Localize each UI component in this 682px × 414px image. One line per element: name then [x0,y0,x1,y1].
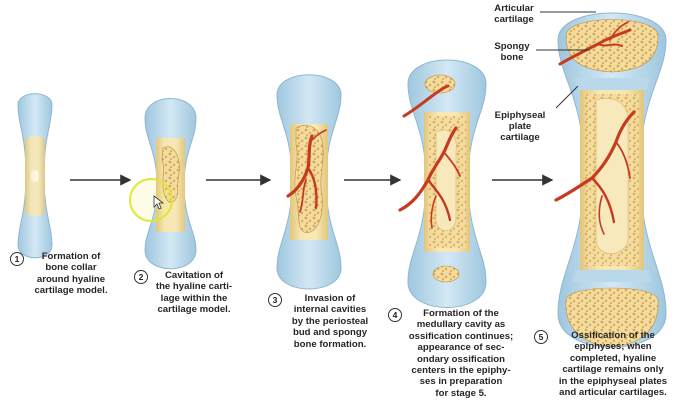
stage-2-caption: Cavitation of the hyaline carti- lage wi… [148,270,240,316]
stage-1-number: 1 [10,252,24,266]
stage-1-caption: Formation of bone collar around hyaline … [28,251,114,297]
caption-line: in the epiphyseal plates [549,376,677,387]
caption-line: by the periosteal [282,316,378,327]
caption-line: bone collar [28,262,114,273]
stage-5-number: 5 [534,330,548,344]
label-line: bone [488,52,536,63]
caption-line: appearance of sec- [403,342,519,353]
label-spongy-bone: Spongy bone [488,41,536,63]
caption-line: Invasion of [282,293,378,304]
stage-5-caption: Ossification of the epiphyses; when comp… [549,330,677,398]
label-articular-cartilage: Articular cartilage [488,3,540,25]
label-line: Articular [488,3,540,14]
caption-line: internal cavities [282,304,378,315]
label-line: cartilage [488,14,540,25]
caption-line: cartilage remains only [549,364,677,375]
stage-4-bone [400,60,486,308]
caption-line: ossification continues; [403,331,519,342]
label-line: Epiphyseal [488,110,552,121]
label-line: Spongy [488,41,536,52]
secondary-ossification-center-bottom [433,266,459,282]
stage-5-bone [556,13,666,347]
caption-line: ondary ossification [403,354,519,365]
caption-line: cartilage model. [28,285,114,296]
caption-line: around hyaline [28,274,114,285]
stage-3-caption: Invasion of internal cavities by the per… [282,293,378,350]
caption-line: bud and spongy [282,327,378,338]
cursor-highlight-ring [130,179,172,221]
stage-4-caption: Formation of the medullary cavity as oss… [403,308,519,399]
stage-1-bone [18,94,52,258]
caption-line: for stage 5. [403,388,519,399]
caption-line: and articular cartilages. [549,387,677,398]
label-epiphyseal-plate-cartilage: Epiphyseal plate cartilage [488,110,552,143]
caption-line: Formation of [28,251,114,262]
caption-line: Ossification of the [549,330,677,341]
stage-3-bone [277,75,341,289]
stage-4-number: 4 [388,308,402,322]
caption-line: completed, hyaline [549,353,677,364]
caption-line: ses in preparation [403,376,519,387]
caption-line: Formation of the [403,308,519,319]
label-line: cartilage [488,132,552,143]
caption-line: centers in the epiphy- [403,365,519,376]
stage-2-bone [130,99,196,269]
label-line: plate [488,121,552,132]
caption-line: medullary cavity as [403,319,519,330]
caption-line: lage within the [148,293,240,304]
caption-line: epiphyses; when [549,341,677,352]
stage-3-number: 3 [268,293,282,307]
caption-line: bone formation. [282,339,378,350]
caption-line: the hyaline carti- [148,281,240,292]
stage-2-number: 2 [134,270,148,284]
caption-line: cartilage model. [148,304,240,315]
caption-line: Cavitation of [148,270,240,281]
